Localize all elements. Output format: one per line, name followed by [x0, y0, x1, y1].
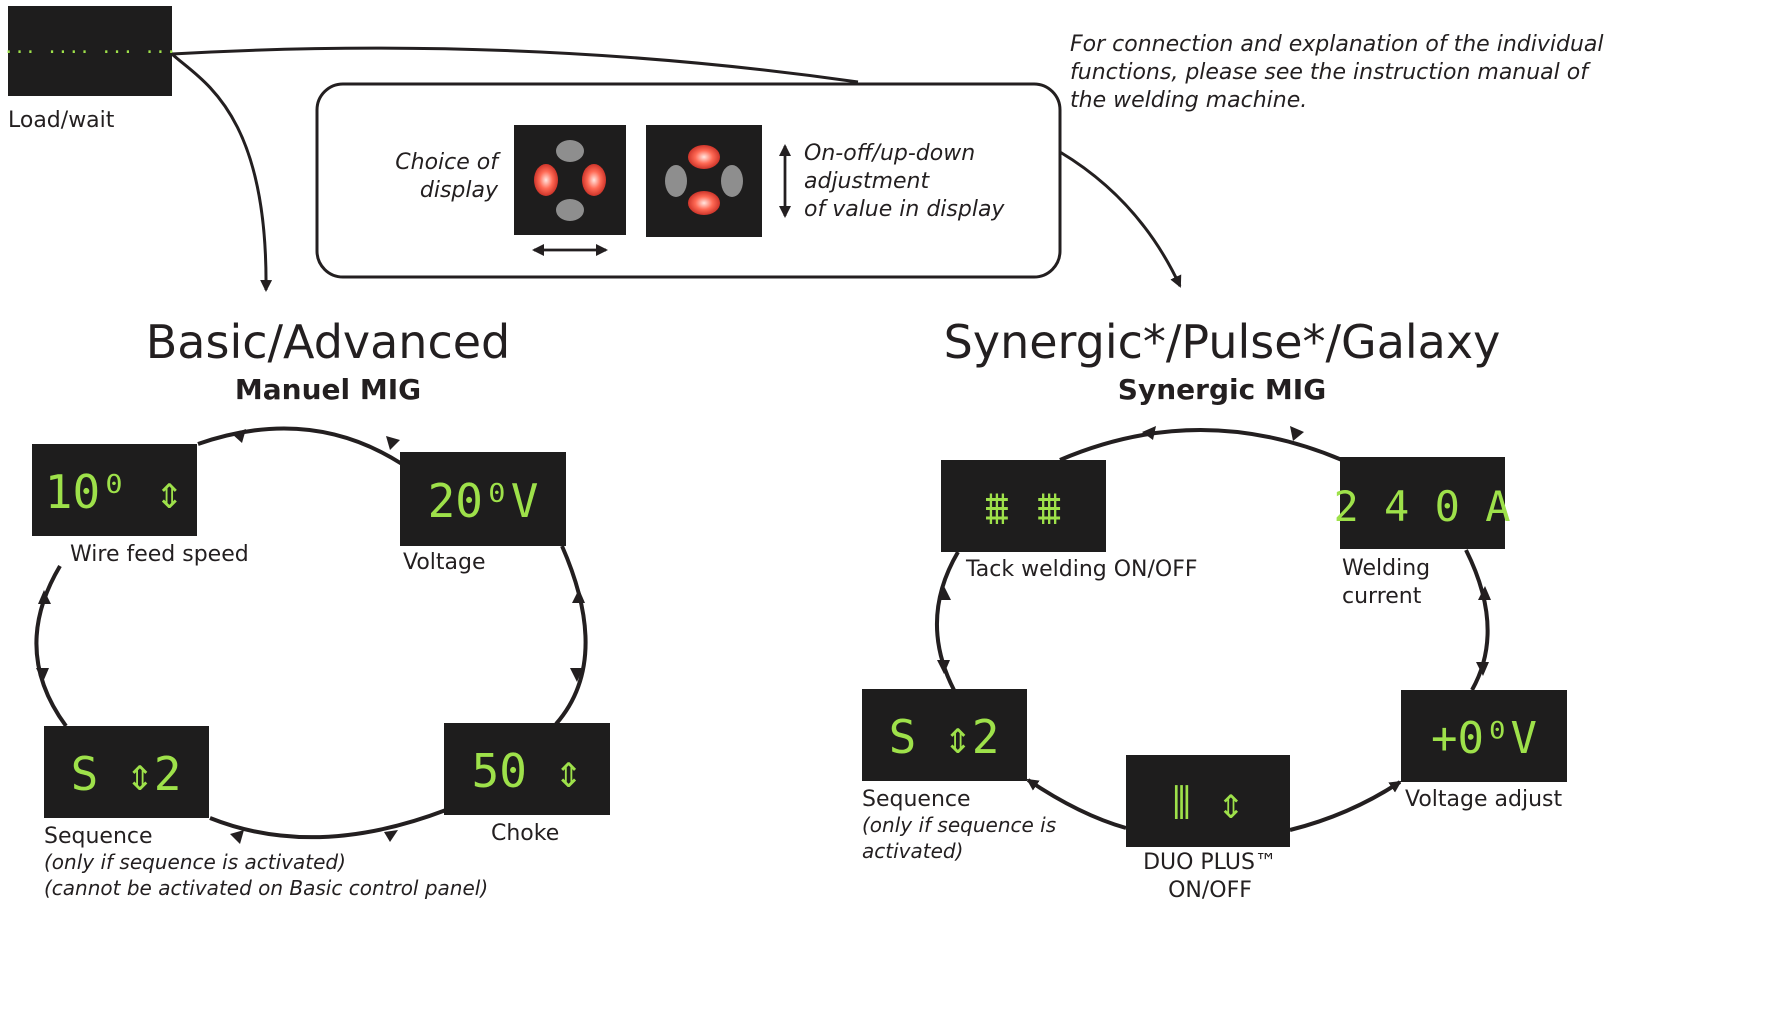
cycle-arrowhead: [1290, 426, 1304, 441]
cycle-arrowhead: [1476, 662, 1489, 676]
up-down-button-pad-icon: [646, 125, 762, 237]
left-right-button-pad-icon: [514, 125, 626, 235]
choke-display: 50 ⇕: [444, 723, 610, 815]
sequence-note-synergic-1: (only if sequence is: [862, 813, 1056, 837]
cycle-arrowhead: [1478, 586, 1491, 600]
arrow-to-basic: [170, 52, 273, 292]
cycle-arrowhead: [1142, 426, 1156, 440]
svg-text:10⁰ ⇕: 10⁰ ⇕: [45, 465, 183, 519]
sequence-label-basic: Sequence: [44, 824, 153, 849]
tack-welding-label: Tack welding ON/OFF: [965, 557, 1198, 582]
voltage-display: 20⁰V: [400, 452, 566, 546]
sequence-note-synergic-2: activated): [862, 839, 963, 863]
cycle-arrowhead: [386, 436, 400, 450]
svg-text:S ⇕2: S ⇕2: [889, 710, 1000, 764]
synergic-title: Synergic*/Pulse*/Galaxy: [944, 315, 1501, 369]
wire-feed-speed-label: Wire feed speed: [70, 542, 249, 567]
duo-plus-label-2: ON/OFF: [1168, 878, 1252, 903]
wire-feed-speed-display: 10⁰ ⇕: [32, 444, 197, 536]
cycle-arrowhead: [36, 668, 49, 682]
welding-current-label-1: Welding: [1342, 556, 1430, 581]
welding-current-display: 2 4 0 A: [1333, 457, 1511, 549]
load-wait-label: Load/wait: [8, 108, 115, 133]
tack-welding-display: ⩩ ⩩: [941, 460, 1106, 552]
legend-choice-line-2: display: [420, 178, 499, 203]
sequence-display-basic: S ⇕2: [44, 726, 209, 818]
duo-plus-label-1: DUO PLUS™: [1143, 850, 1277, 875]
legend-adjust-line-1: On-off/up-down: [804, 141, 975, 166]
cycle-arrowhead: [937, 660, 950, 674]
duo-plus-display: ⦀ ⇕: [1126, 755, 1290, 847]
voltage-adjust-label: Voltage adjust: [1405, 787, 1562, 812]
sequence-label-synergic: Sequence: [862, 787, 971, 812]
choke-label: Choke: [491, 821, 559, 846]
cycle-arrowhead: [38, 590, 51, 604]
svg-text:+0⁰V: +0⁰V: [1431, 713, 1537, 764]
arrow-to-synergic: [1059, 150, 1182, 288]
sequence-display-synergic: S ⇕2: [862, 689, 1027, 781]
legend-adjust-line-3: of value in display: [804, 197, 1005, 222]
cycle-arrowhead: [384, 830, 398, 842]
voltage-adjust-display: +0⁰V: [1401, 690, 1567, 782]
synergic-cycle: [934, 426, 1491, 832]
note-line-1: For connection and explanation of the in…: [1070, 32, 1603, 57]
cycle-arrowhead: [232, 429, 246, 443]
basic-cycle: [34, 426, 588, 844]
note-line-2: functions, please see the instruction ma…: [1070, 60, 1591, 85]
basic-advanced-title: Basic/Advanced: [146, 315, 511, 369]
cycle-arrowhead: [938, 586, 951, 600]
sequence-note-basic-2: (cannot be activated on Basic control pa…: [44, 876, 488, 900]
manual-mig-subtitle: Manuel MIG: [235, 373, 421, 406]
sequence-note-basic-1: (only if sequence is activated): [44, 850, 346, 874]
load-wait-display: ··· ···· ··· ···: [3, 42, 176, 63]
welding-current-label-2: current: [1342, 584, 1422, 609]
note-line-3: the welding machine.: [1070, 88, 1307, 113]
line-to-legend: [171, 46, 859, 84]
legend-choice-line-1: Choice of: [395, 150, 501, 175]
cycle-arrowhead: [570, 668, 583, 682]
svg-text:⩩ ⩩: ⩩ ⩩: [985, 481, 1062, 535]
svg-text:2 4 0 A: 2 4 0 A: [1333, 482, 1510, 531]
legend-adjust-line-2: adjustment: [804, 169, 930, 194]
svg-text:S ⇕2: S ⇕2: [71, 747, 182, 801]
voltage-label: Voltage: [403, 550, 486, 575]
svg-text:50 ⇕: 50 ⇕: [472, 744, 583, 798]
svg-text:20⁰V: 20⁰V: [428, 474, 539, 528]
svg-text:⦀ ⇕: ⦀ ⇕: [1172, 778, 1244, 829]
cycle-arrowhead: [230, 830, 244, 844]
load-wait-panel: ··· ···· ··· ···: [3, 6, 177, 96]
cycle-arrowhead: [572, 589, 585, 603]
synergic-mig-subtitle: Synergic MIG: [1118, 373, 1326, 406]
